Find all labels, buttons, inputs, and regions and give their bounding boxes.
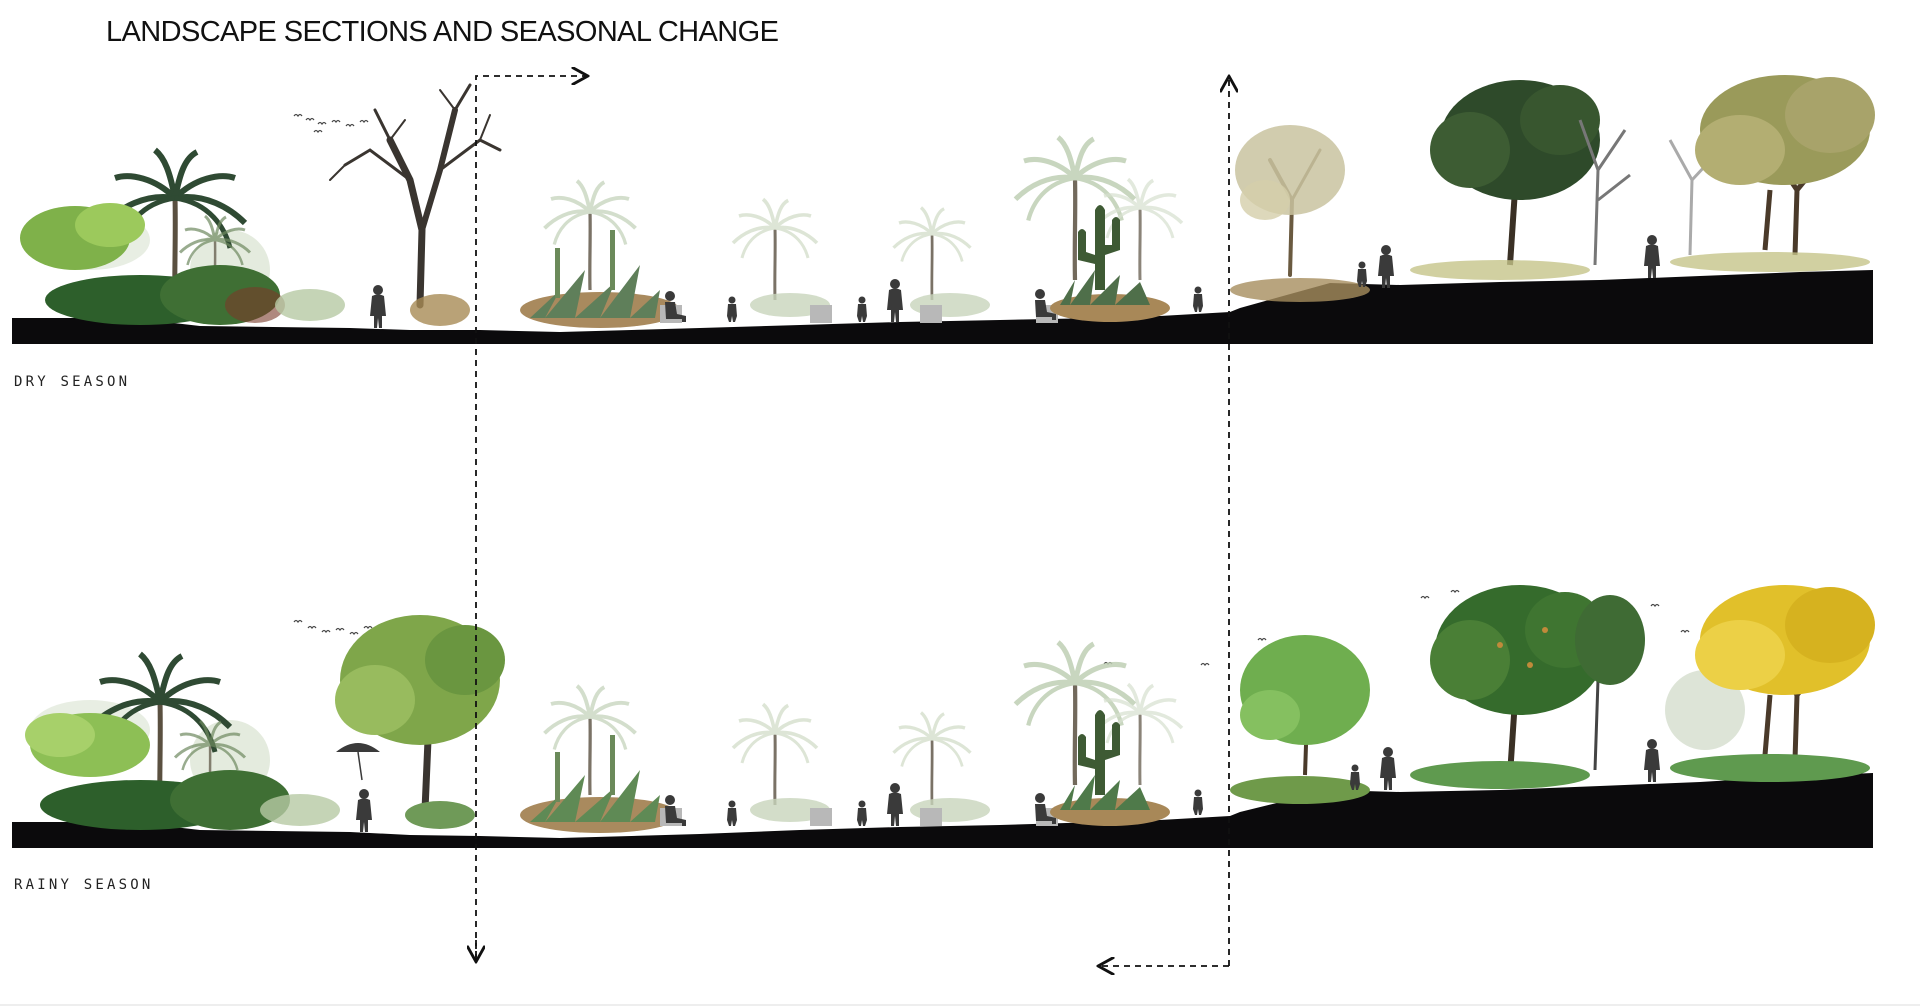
rainy-season-section <box>12 585 1875 848</box>
dry-left-forest <box>20 150 345 325</box>
rainy-leafy-tree <box>335 615 505 829</box>
cactus-icon <box>1078 710 1120 795</box>
dry-bare-tree <box>329 83 502 309</box>
rainy-ground <box>12 773 1873 848</box>
page-title: LANDSCAPE SECTIONS AND SEASONAL CHANGE <box>106 16 779 48</box>
rainy-season-label: RAINY SEASON <box>14 877 154 893</box>
birds <box>293 113 369 133</box>
rainy-right-meadow <box>1230 585 1875 804</box>
person-with-umbrella-icon <box>336 743 380 832</box>
dry-season-label: DRY SEASON <box>14 374 131 390</box>
rainy-central-garden <box>520 683 1058 833</box>
dashed-arrow-icon <box>476 76 1229 966</box>
dry-ground <box>12 270 1873 344</box>
rainy-cactus-garden <box>1016 642 1184 826</box>
person-silhouette-icon <box>370 285 386 328</box>
dry-right-meadow <box>1230 75 1875 302</box>
dry-cactus-garden <box>1016 137 1184 322</box>
cactus-icon <box>1078 205 1120 290</box>
dry-central-garden <box>520 178 1058 328</box>
bottom-rule <box>0 1004 1920 1006</box>
rainy-left-forest <box>25 654 340 830</box>
dry-season-section <box>12 75 1875 344</box>
